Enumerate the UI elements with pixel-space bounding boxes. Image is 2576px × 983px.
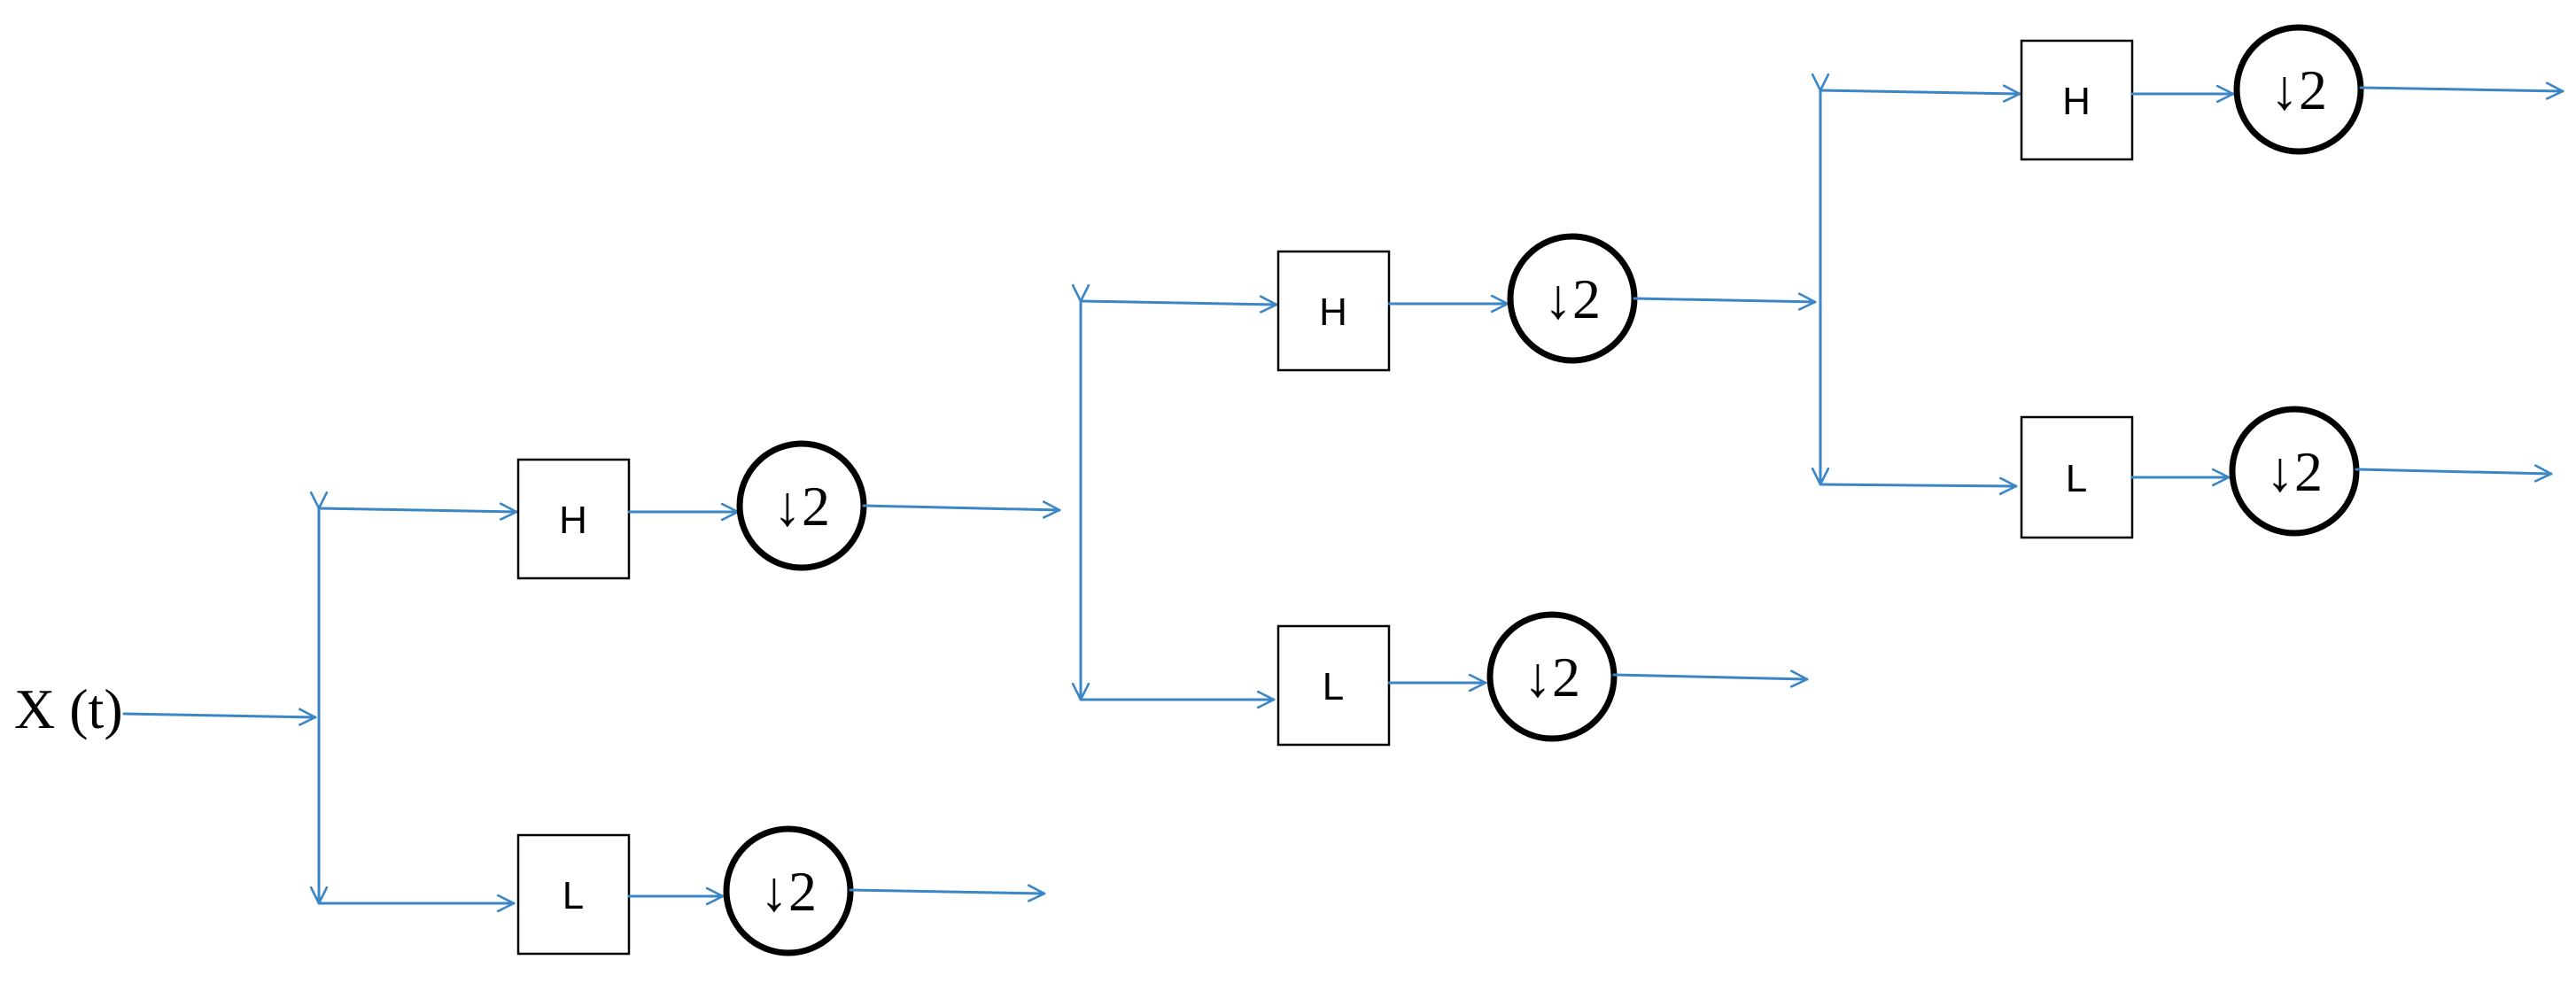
downsample-circle [1486, 611, 1618, 742]
input-label: X (t) [14, 677, 123, 740]
level-3-split [1819, 90, 2021, 486]
downsampler-output-arrow [862, 506, 1061, 510]
downsampler-output-arrow [2359, 88, 2564, 91]
downsample-circle [2233, 24, 2364, 155]
downsample-label: ↓2 [1524, 646, 1580, 708]
downsample-label: ↓2 [2270, 58, 2327, 121]
high-branch-arrow [1819, 90, 2021, 94]
downsampler-output-arrow [849, 890, 1046, 894]
low-pass-filter-label: L [563, 874, 584, 917]
low-pass-filter-box [1276, 624, 1391, 747]
level-1-high-path: H ↓2 [516, 440, 1061, 580]
downsampler-output-arrow [1633, 298, 1817, 302]
level-2-high-path: H ↓2 [1276, 233, 1817, 372]
downsampler-output-arrow [1612, 675, 1809, 679]
level-3-high-path: H ↓2 [2020, 24, 2564, 161]
downsample-label: ↓2 [760, 860, 817, 923]
level-2-low-path: L ↓2 [1276, 611, 1809, 747]
high-pass-filter-label: H [559, 499, 587, 542]
downsample-label: ↓2 [773, 475, 830, 538]
level-2-split [1079, 301, 1278, 700]
high-branch-arrow [317, 508, 518, 512]
high-pass-filter-box [1276, 250, 1391, 372]
downsample-circle [2229, 406, 2360, 537]
level-1-split [122, 508, 518, 903]
low-pass-filter-label: L [1323, 665, 1344, 708]
low-branch-arrow [1819, 484, 2018, 486]
low-pass-filter-box [2020, 415, 2134, 539]
high-branch-arrow [1079, 301, 1278, 305]
level-3-low-path: L ↓2 [2020, 406, 2553, 539]
high-pass-filter-box [2020, 39, 2134, 161]
low-pass-filter-label: L [2066, 457, 2087, 500]
high-pass-filter-box [516, 458, 631, 580]
downsample-label: ↓2 [1544, 267, 1601, 330]
level-1-low-path: L ↓2 [516, 825, 1046, 956]
low-pass-filter-box [516, 833, 631, 956]
downsampler-output-arrow [2355, 469, 2553, 474]
high-pass-filter-label: H [1319, 290, 1347, 334]
input-arrow [122, 714, 317, 717]
downsample-label: ↓2 [2266, 440, 2323, 503]
high-pass-filter-label: H [2062, 80, 2091, 123]
